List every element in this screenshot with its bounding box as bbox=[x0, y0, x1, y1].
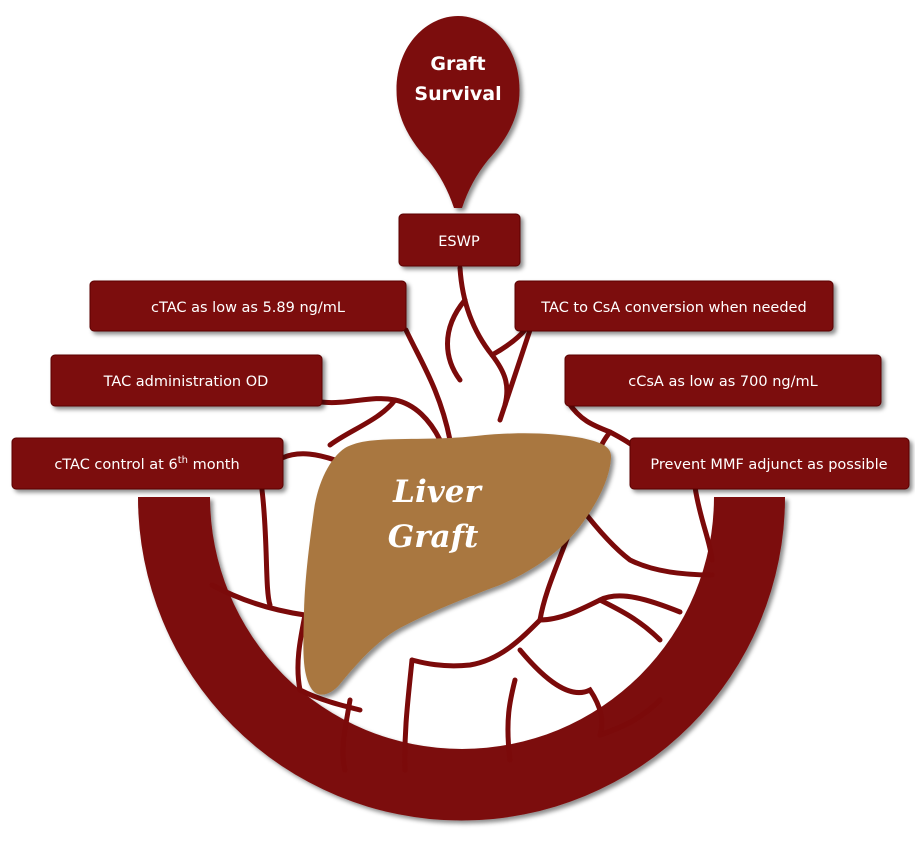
box-tac-od-label: TAC administration OD bbox=[103, 374, 269, 390]
box-ctac-control bbox=[11, 437, 284, 490]
box-tac-csa bbox=[514, 280, 834, 332]
box-ctac-low-label: cTAC as low as 5.89 ng/mL bbox=[151, 300, 345, 316]
pin-label-line2: Survival bbox=[414, 83, 501, 105]
graft-survival-pin bbox=[396, 16, 520, 208]
vessel-bowl bbox=[138, 497, 785, 821]
box-ccsa-low-label: cCsA as low as 700 ng/mL bbox=[628, 374, 817, 390]
box-mmf-label: Prevent MMF adjunct as possible bbox=[650, 457, 887, 473]
box-mmf bbox=[629, 437, 910, 490]
box-ctac-control-label: cTAC control at 6th month bbox=[54, 455, 239, 473]
box-ccsa-low bbox=[564, 354, 882, 407]
pin-label-line1: Graft bbox=[430, 53, 485, 75]
box-tac-od bbox=[50, 354, 323, 407]
box-ctac-low bbox=[89, 280, 407, 332]
box-eswp bbox=[398, 213, 521, 267]
liver-graft-shape bbox=[303, 433, 612, 695]
box-eswp-label: ESWP bbox=[438, 234, 480, 250]
liver-label-line1: Liver bbox=[392, 474, 483, 510]
box-tac-csa-label: TAC to CsA conversion when needed bbox=[540, 300, 806, 316]
box-ctac-control-superscript: th bbox=[178, 455, 188, 466]
liver-label-line2: Graft bbox=[388, 519, 479, 555]
